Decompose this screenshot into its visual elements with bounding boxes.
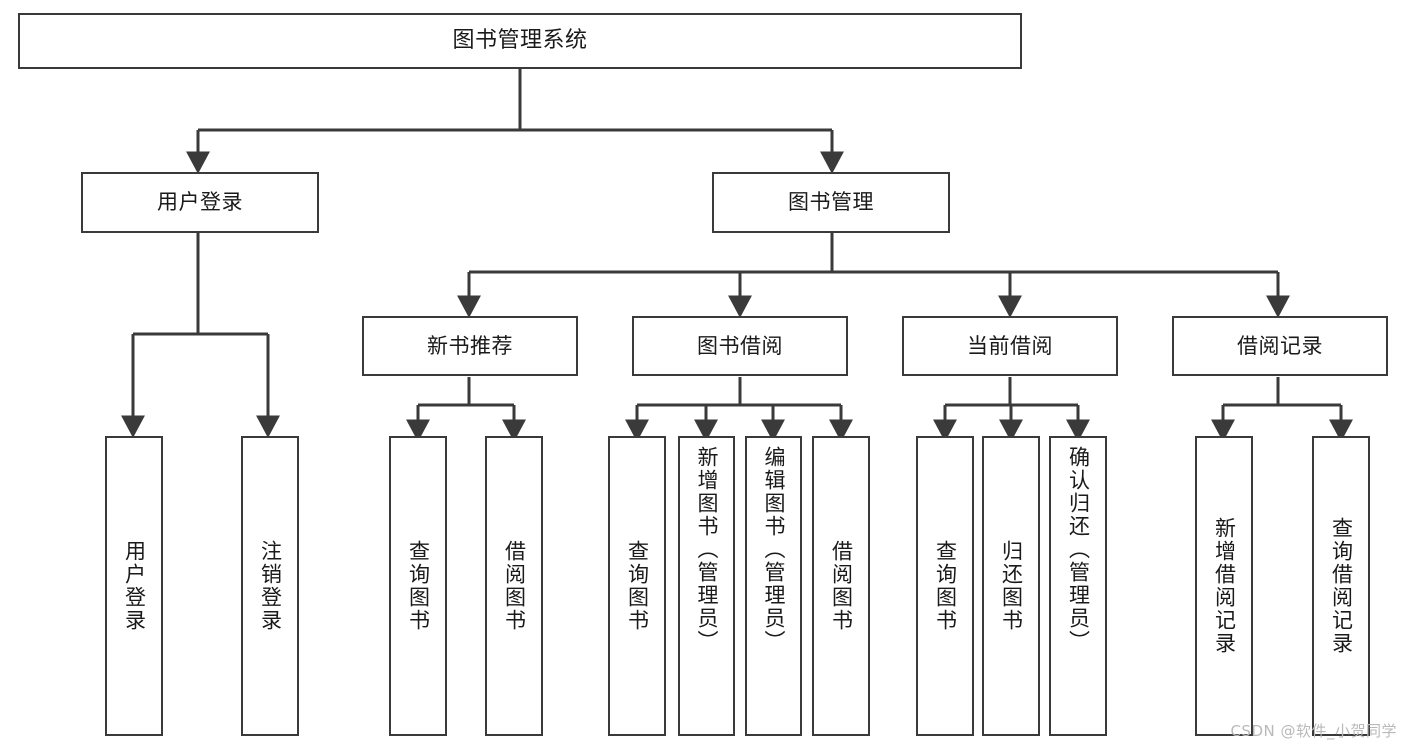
node-label: 借阅图书 xyxy=(829,540,854,632)
leaf-new-book-recommend-0[interactable]: 查询图书 xyxy=(389,436,447,736)
leaf-book-borrow-1[interactable]: 新增图书（管理员） xyxy=(678,436,735,736)
leaf-borrow-record-1[interactable]: 查询借阅记录 xyxy=(1312,436,1370,736)
node-borrow-record[interactable]: 借阅记录 xyxy=(1172,316,1388,376)
leaf-user-login-1[interactable]: 注销登录 xyxy=(241,436,299,736)
node-label: 用户登录 xyxy=(157,190,243,215)
node-label: 查询图书 xyxy=(933,540,958,632)
leaf-new-book-recommend-1[interactable]: 借阅图书 xyxy=(485,436,543,736)
node-label: 编辑图书（管理员） xyxy=(762,446,786,653)
leaf-user-login-0[interactable]: 用户登录 xyxy=(105,436,163,736)
node-label: 确认归还（管理员） xyxy=(1066,446,1091,653)
node-label: 借阅记录 xyxy=(1237,333,1323,358)
node-label: 查询图书 xyxy=(625,540,650,632)
leaf-current-borrow-0[interactable]: 查询图书 xyxy=(916,436,974,736)
node-user-login[interactable]: 用户登录 xyxy=(81,172,319,233)
node-label: 图书管理 xyxy=(788,190,874,215)
csdn-watermark: CSDN @软件_小贺同学 xyxy=(1230,722,1397,740)
node-label: 新书推荐 xyxy=(427,333,513,358)
node-label: 注销登录 xyxy=(258,540,283,632)
leaf-book-borrow-0[interactable]: 查询图书 xyxy=(608,436,666,736)
node-label: 用户登录 xyxy=(122,540,147,632)
node-new-book-recommend[interactable]: 新书推荐 xyxy=(362,316,578,376)
leaf-borrow-record-0[interactable]: 新增借阅记录 xyxy=(1195,436,1253,736)
node-label: 当前借阅 xyxy=(967,333,1053,358)
leaf-book-borrow-3[interactable]: 借阅图书 xyxy=(812,436,870,736)
node-label: 新增图书（管理员） xyxy=(695,446,719,653)
node-label: 借阅图书 xyxy=(502,540,527,632)
node-label: 图书借阅 xyxy=(697,333,783,358)
node-label: 归还图书 xyxy=(999,540,1024,632)
node-label: 新增借阅记录 xyxy=(1212,517,1237,655)
leaf-current-borrow-2[interactable]: 确认归还（管理员） xyxy=(1049,436,1107,736)
node-label: 查询借阅记录 xyxy=(1329,517,1354,655)
node-label: 图书管理系统 xyxy=(452,28,588,54)
node-book-management[interactable]: 图书管理 xyxy=(712,172,950,233)
leaf-current-borrow-1[interactable]: 归还图书 xyxy=(982,436,1040,736)
node-root-book-management-system[interactable]: 图书管理系统 xyxy=(18,13,1022,69)
node-book-borrow[interactable]: 图书借阅 xyxy=(632,316,848,376)
node-current-borrow[interactable]: 当前借阅 xyxy=(902,316,1118,376)
node-label: 查询图书 xyxy=(406,540,431,632)
leaf-book-borrow-2[interactable]: 编辑图书（管理员） xyxy=(745,436,802,736)
